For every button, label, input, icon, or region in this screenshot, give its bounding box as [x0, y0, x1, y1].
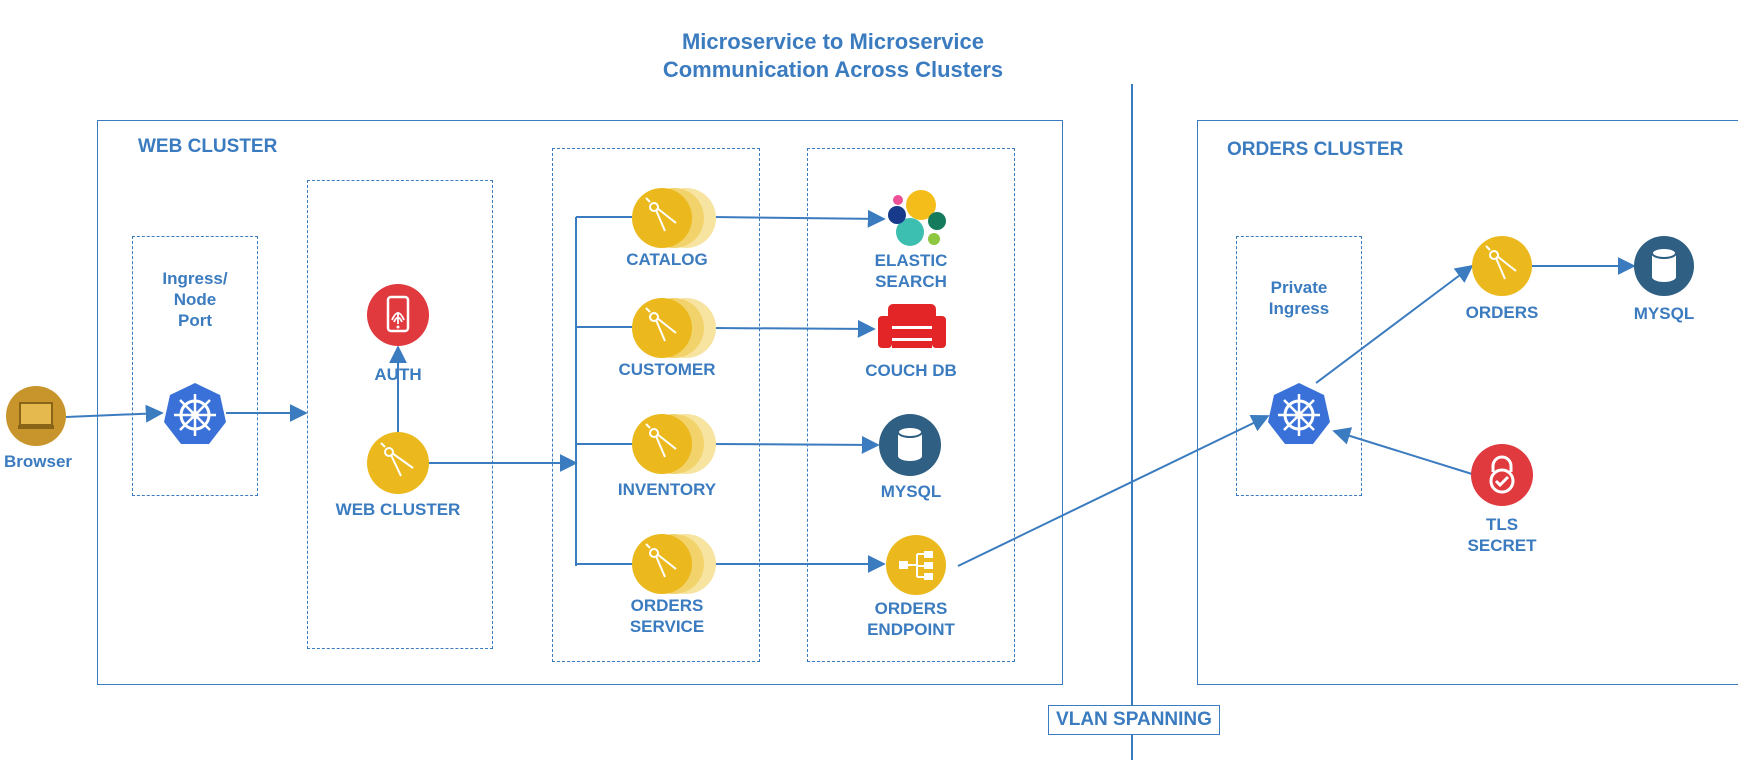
edge-catalog-elastic	[711, 209, 886, 228]
inventory-node[interactable]	[632, 414, 716, 474]
couch-db-node[interactable]	[876, 302, 948, 352]
fingerprint-phone-icon	[367, 284, 429, 346]
edge-inventory-mysql	[711, 435, 880, 454]
private-ingress-node[interactable]	[1266, 382, 1332, 446]
compass-microservice-icon	[1472, 236, 1532, 296]
diagram-title: Microservice to Microservice Communicati…	[0, 28, 1666, 84]
mysql-web-node[interactable]	[879, 414, 941, 476]
kubernetes-helm-icon	[1268, 383, 1330, 444]
private-ingress-label: Private Ingress	[1268, 278, 1330, 318]
orders-label: ORDERS	[1465, 303, 1539, 322]
kubernetes-helm-icon	[164, 383, 226, 444]
edge-browser-ingress	[65, 404, 164, 423]
orders-cluster-title: ORDERS CLUSTER	[1227, 139, 1404, 160]
datastores-group	[807, 148, 1015, 662]
browser-label: Browser	[3, 452, 73, 471]
compass-microservice-icon	[632, 534, 716, 594]
web-cluster-service-label: WEB CLUSTER	[335, 500, 461, 519]
lock-check-icon	[1471, 444, 1533, 506]
mysql-orders-node[interactable]	[1634, 236, 1694, 296]
web-tier-group	[307, 180, 493, 649]
elastic-search-label: ELASTIC SEARCH	[874, 251, 948, 291]
edge-privateingress-orders	[1315, 264, 1474, 384]
inventory-label: INVENTORY	[617, 480, 717, 499]
tls-secret-label: TLS SECRET	[1467, 515, 1537, 555]
web-cluster-service-node[interactable]	[367, 432, 429, 494]
orders-endpoint-node[interactable]	[886, 535, 946, 595]
web-cluster-boundary	[97, 120, 1063, 685]
private-ingress-group	[1236, 236, 1362, 496]
mysql-orders-label: MYSQL	[1633, 304, 1695, 323]
customer-label: CUSTOMER	[618, 360, 716, 379]
database-cylinder-icon	[1634, 236, 1694, 296]
elastic-search-node[interactable]	[885, 188, 947, 248]
ingress-group	[132, 236, 258, 496]
title-line-1: Microservice to Microservice	[681, 29, 985, 54]
compass-microservice-icon	[632, 298, 716, 358]
auth-node[interactable]	[367, 284, 429, 346]
edge-endpoint-privateingress	[957, 414, 1270, 567]
catalog-node[interactable]	[632, 188, 716, 248]
title-line-2: Communication Across Clusters	[662, 57, 1004, 82]
database-cylinder-icon	[879, 414, 941, 476]
orders-cluster-boundary	[1197, 120, 1738, 685]
ingress-node[interactable]	[162, 382, 228, 446]
monitor-icon	[6, 386, 66, 446]
compass-microservice-icon	[367, 432, 429, 494]
auth-label: AUTH	[374, 365, 422, 384]
vlan-spanning-badge: VLAN SPANNING	[1048, 705, 1220, 735]
edge-customer-couch	[711, 319, 876, 338]
orders-node[interactable]	[1472, 236, 1532, 296]
orders-endpoint-label: ORDERS ENDPOINT	[867, 599, 955, 639]
compass-microservice-icon	[632, 414, 716, 474]
couch-db-icon	[878, 304, 946, 348]
web-cluster-title: WEB CLUSTER	[138, 136, 278, 157]
compass-microservice-icon	[632, 188, 716, 248]
customer-node[interactable]	[632, 298, 716, 358]
ingress-label: Ingress/ Node Port	[162, 269, 228, 330]
services-group	[552, 148, 760, 662]
tls-secret-node[interactable]	[1471, 444, 1533, 506]
edge-tls-privateingress	[1332, 427, 1473, 475]
mysql-web-label: MYSQL	[880, 482, 942, 501]
catalog-label: CATALOG	[626, 250, 708, 269]
elastic-search-icon	[888, 190, 946, 246]
browser-node[interactable]	[6, 386, 66, 446]
hierarchy-endpoint-icon	[886, 535, 946, 595]
orders-service-node[interactable]	[632, 534, 716, 594]
orders-service-label: ORDERS SERVICE	[629, 596, 705, 636]
couch-db-label: COUCH DB	[865, 361, 957, 380]
